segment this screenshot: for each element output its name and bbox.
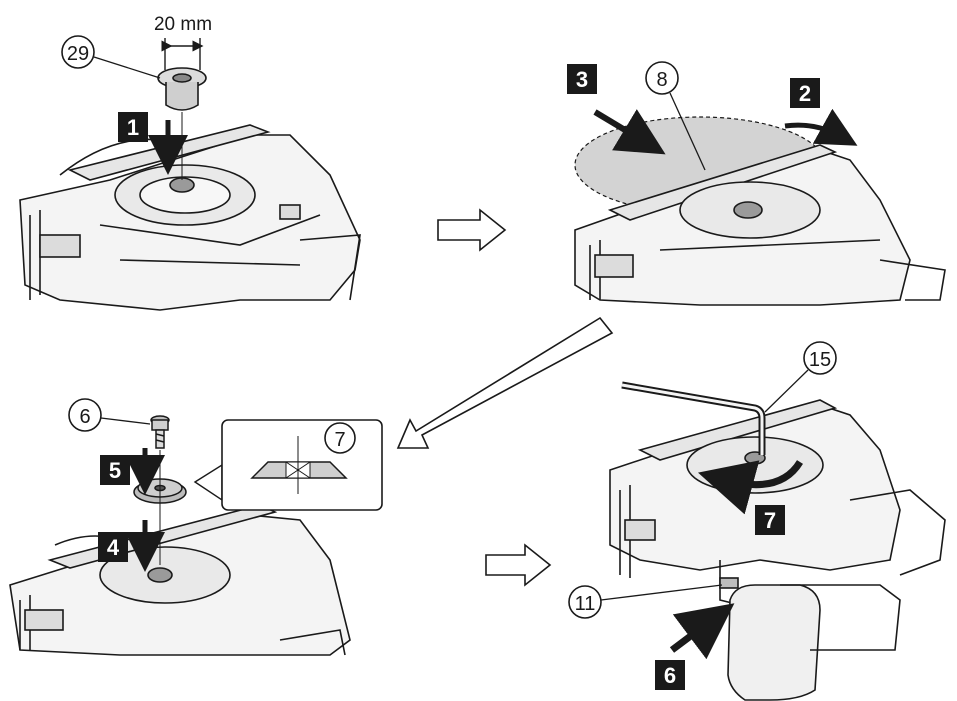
flow-arrow-right-2 bbox=[485, 543, 552, 587]
part-number-15: 15 bbox=[809, 349, 831, 371]
callout-circle-7 bbox=[324, 422, 356, 454]
leader-15 bbox=[764, 369, 809, 413]
rotation-arrow bbox=[697, 460, 803, 515]
panel-step-6-7: 15 7 11 6 bbox=[568, 341, 946, 701]
flow-arrow-right-1 bbox=[437, 208, 507, 252]
leader-8 bbox=[669, 92, 706, 171]
step-number-2: 2 bbox=[799, 81, 811, 106]
step-box-4 bbox=[98, 532, 128, 562]
callout-circle-6 bbox=[68, 398, 102, 432]
step-number-1: 1 bbox=[127, 115, 139, 140]
leader-29 bbox=[93, 56, 161, 79]
step-number-7: 7 bbox=[764, 508, 776, 533]
panel-step-1: 20 mm 29 1 bbox=[19, 14, 361, 311]
dimension-20mm bbox=[161, 38, 204, 70]
callout-circle-11 bbox=[568, 585, 602, 619]
step-box-3 bbox=[567, 64, 597, 94]
part-number-29: 29 bbox=[67, 43, 89, 65]
panel-step-4-5: 6 5 4 7 bbox=[9, 398, 383, 656]
step-box-2 bbox=[790, 78, 820, 108]
flange-29 bbox=[157, 67, 207, 111]
step-3-arrow bbox=[593, 109, 666, 155]
saw-housing-3 bbox=[9, 504, 351, 656]
part-number-11: 11 bbox=[575, 593, 596, 615]
step-box-1 bbox=[118, 112, 148, 142]
callout-circle-8 bbox=[645, 61, 679, 95]
leader-11 bbox=[600, 584, 723, 601]
saw-housing-2 bbox=[574, 144, 946, 306]
part-number-7: 7 bbox=[334, 429, 345, 451]
step-number-6: 6 bbox=[664, 663, 676, 688]
part-number-8: 8 bbox=[656, 69, 667, 91]
washer-detail-inset: 7 bbox=[193, 419, 383, 511]
step-2-arrow bbox=[784, 108, 858, 146]
callout-circle-29 bbox=[61, 35, 95, 69]
callout-circle-15 bbox=[803, 341, 837, 375]
bolt-6 bbox=[150, 415, 170, 449]
step-box-6 bbox=[655, 660, 685, 690]
step-box-7 bbox=[755, 505, 785, 535]
panel-step-2-3: 3 8 2 bbox=[567, 61, 946, 306]
saw-housing-4 bbox=[609, 399, 946, 606]
step-number-5: 5 bbox=[109, 458, 121, 483]
flow-arrow-diagonal bbox=[396, 316, 614, 449]
handle-grip bbox=[727, 584, 901, 701]
saw-housing-1 bbox=[19, 124, 361, 311]
step-number-4: 4 bbox=[107, 535, 120, 560]
step-6-arrow bbox=[669, 603, 735, 660]
step-number-3: 3 bbox=[576, 67, 588, 92]
dimension-label: 20 mm bbox=[154, 14, 212, 35]
part-number-6: 6 bbox=[79, 406, 90, 428]
leader-6 bbox=[100, 417, 151, 425]
